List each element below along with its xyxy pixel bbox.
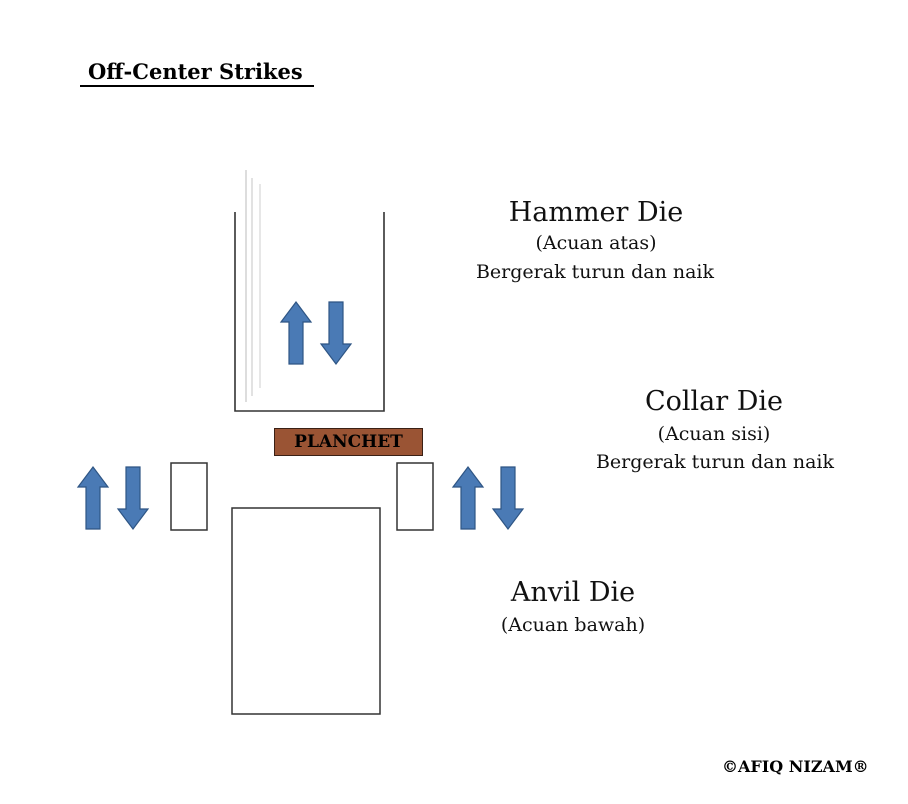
collar-left-down-arrow-icon — [117, 466, 149, 530]
title-underline — [80, 85, 314, 87]
collar-left-up-arrow-icon — [77, 466, 109, 530]
collar-die-label: Collar Die — [644, 386, 784, 417]
anvil-die-translation: (Acuan bawah) — [500, 614, 646, 636]
collar-die-motion: Bergerak turun dan naik — [595, 451, 835, 473]
hammer-up-arrow-icon — [280, 301, 312, 365]
collar-right-down-arrow-icon — [492, 466, 524, 530]
hammer-die-translation: (Acuan atas) — [535, 232, 657, 254]
collar-right-up-arrow-icon — [452, 466, 484, 530]
copyright-notice: ©AFIQ NIZAM® — [722, 757, 869, 776]
collar-die-translation: (Acuan sisi) — [657, 423, 771, 445]
planchet: PLANCHET — [274, 428, 423, 456]
hammer-die-label: Hammer Die — [508, 197, 684, 228]
collar-die-right — [396, 462, 434, 531]
anvil-die-label: Anvil Die — [510, 577, 636, 608]
hammer-die — [234, 170, 385, 412]
anvil-die — [231, 507, 381, 715]
diagram-title: Off-Center Strikes — [88, 59, 303, 84]
collar-die-left — [170, 462, 208, 531]
hammer-die-motion: Bergerak turun dan naik — [475, 261, 715, 283]
hammer-down-arrow-icon — [320, 301, 352, 365]
